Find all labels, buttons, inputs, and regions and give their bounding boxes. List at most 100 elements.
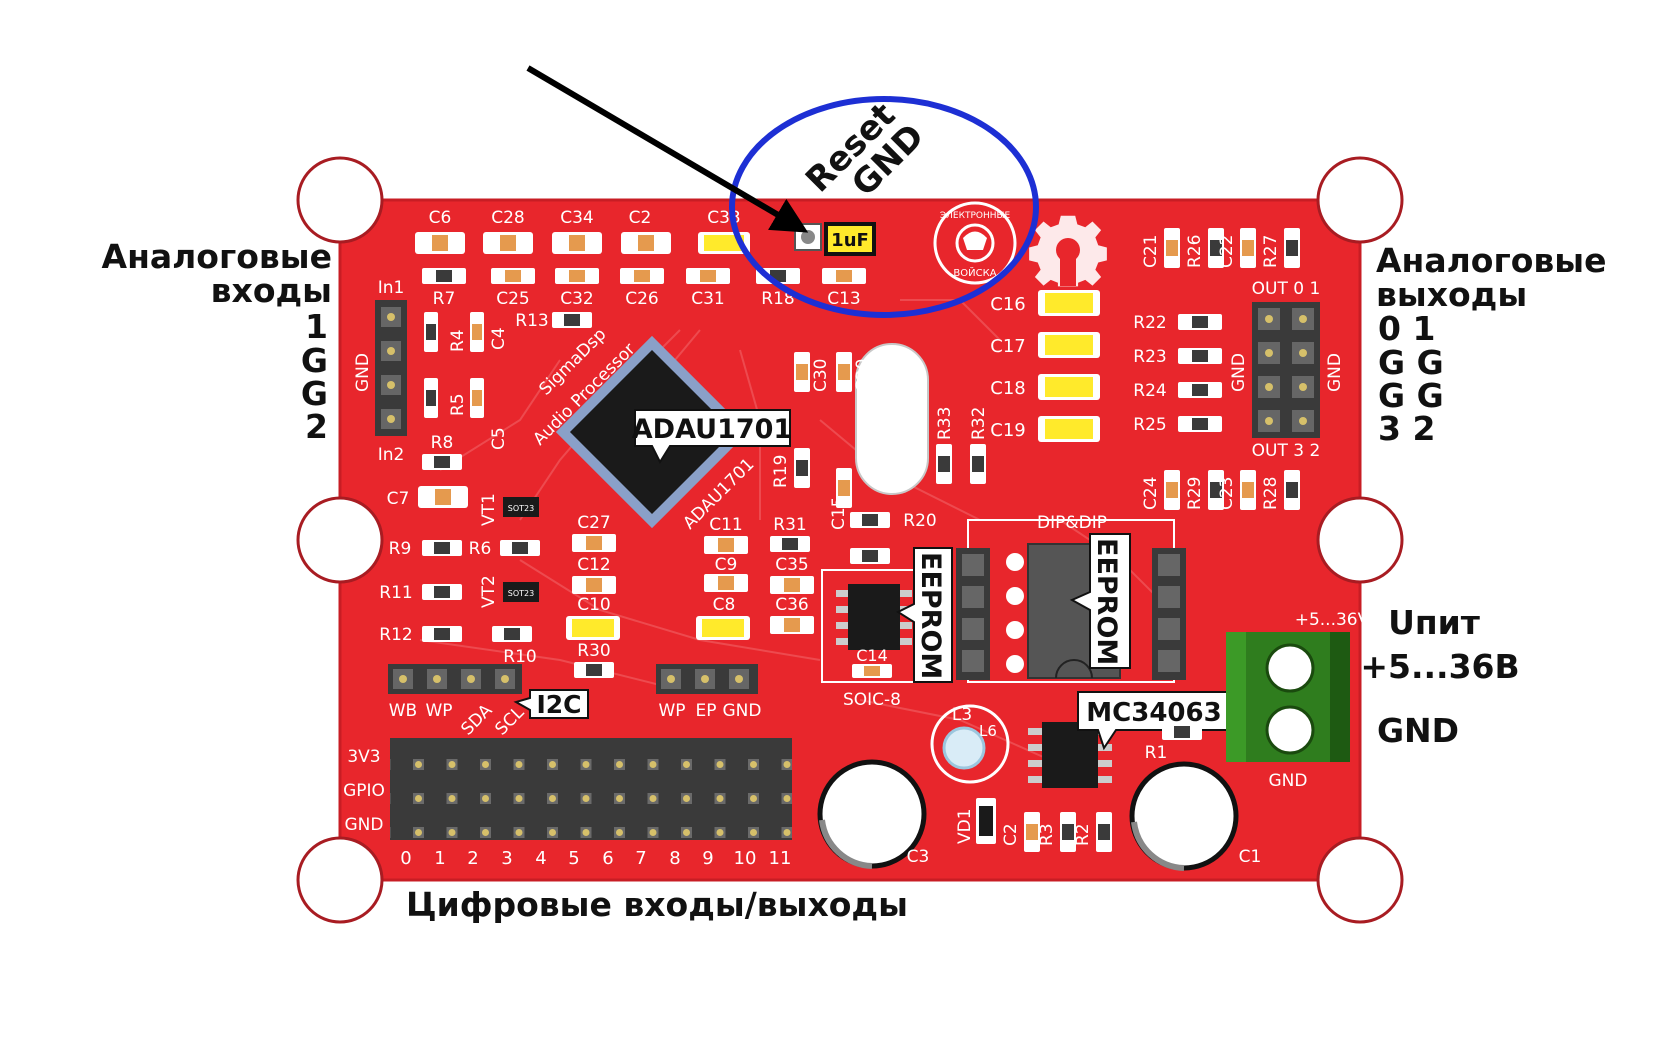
label-gnd-left: GND bbox=[353, 353, 373, 392]
callout-eeprom-dip-text: EEPROM bbox=[1091, 538, 1122, 665]
ep-header bbox=[656, 664, 758, 694]
label-r5: R5 bbox=[448, 393, 468, 416]
label-r33: R33 bbox=[935, 407, 955, 440]
label-terminal-gnd: GND bbox=[1269, 771, 1308, 791]
label-c28: C28 bbox=[491, 208, 525, 228]
label-r6: R6 bbox=[469, 539, 492, 559]
label-r1: R1 bbox=[1145, 743, 1168, 763]
label-gnd-right-a: GND bbox=[1229, 353, 1249, 392]
mount-hole-mid-left bbox=[296, 496, 384, 584]
label-c11: C11 bbox=[709, 515, 743, 535]
reset-arrow bbox=[526, 65, 809, 233]
label-r2: R2 bbox=[1073, 823, 1093, 846]
label-power-range: +5...36V bbox=[1295, 610, 1370, 630]
callout-mc34063-text: MC34063 bbox=[1086, 698, 1221, 728]
callout-i2c-text: I2C bbox=[536, 690, 581, 719]
cap-1uf bbox=[824, 222, 876, 256]
gpio-num-4: 4 bbox=[535, 848, 546, 869]
analog-out-title-2: выходы bbox=[1376, 275, 1527, 314]
label-vt2: VT2 bbox=[479, 575, 499, 608]
label-r19: R19 bbox=[771, 455, 791, 488]
label-c6: C6 bbox=[429, 208, 452, 228]
label-r22: R22 bbox=[1133, 313, 1166, 333]
analog-in-pin-4: 2 bbox=[305, 407, 328, 446]
callout-adau1701: ADAU1701 bbox=[632, 409, 792, 465]
label-c10: C10 bbox=[577, 595, 611, 615]
callout-eeprom-soic-text: EEPROM bbox=[915, 552, 946, 679]
analog-out-pin-row-1: 0 1 bbox=[1378, 309, 1435, 348]
label-c14: C14 bbox=[856, 646, 888, 665]
gpio-row-labels: 3V3 GPIO GND bbox=[343, 747, 385, 835]
gpio-num-10: 10 bbox=[734, 848, 757, 869]
label-l6: L6 bbox=[979, 722, 997, 740]
label-in2: In2 bbox=[378, 445, 405, 465]
label-out-top: OUT 0 1 bbox=[1252, 279, 1321, 299]
label-r11: R11 bbox=[379, 583, 412, 603]
label-r24: R24 bbox=[1133, 381, 1166, 401]
top-smd-row bbox=[415, 232, 866, 284]
gpio-num-8: 8 bbox=[669, 848, 680, 869]
soic-eeprom-area: C14 SOIC-8 bbox=[821, 569, 923, 710]
gpio-num-2: 2 bbox=[467, 848, 478, 869]
label-c30: C30 bbox=[811, 358, 831, 392]
callout-eeprom-soic: EEPROM bbox=[895, 547, 953, 683]
power-annotation: Uпит +5...36В GND bbox=[1360, 603, 1519, 750]
label-c21: C21 bbox=[1141, 234, 1161, 268]
label-ep: EP bbox=[696, 701, 717, 721]
digital-io-annotation: Цифровые входы/выходы bbox=[406, 885, 908, 924]
label-c7: C7 bbox=[387, 489, 410, 509]
power-terminal-block: +5...36V GND bbox=[1226, 610, 1370, 791]
lower-mid-labels: C27 C12 C10 R30 C11 C9 C8 R31 C35 C36 bbox=[577, 513, 809, 661]
power-gnd: GND bbox=[1377, 711, 1459, 750]
right-res-labels: R22 R23 R24 R25 bbox=[1133, 313, 1166, 435]
lower-mid-parts bbox=[566, 534, 814, 678]
analog-in-pin-3: G bbox=[301, 374, 328, 413]
top-smd-labels: C6 C28 C34 C2 C33 R7 C25 C32 C26 C31 R18… bbox=[429, 208, 861, 309]
mid-labels: C30 C20 R19 C15 R33 R32 R20 bbox=[771, 358, 989, 531]
mid-parts bbox=[794, 352, 986, 564]
label-c15: C15 bbox=[829, 496, 849, 530]
label-r29: R29 bbox=[1185, 477, 1205, 510]
label-c25: C25 bbox=[496, 289, 530, 309]
reset-highlight-oval bbox=[729, 96, 1039, 318]
label-c18: C18 bbox=[990, 378, 1025, 399]
bottom-power-parts bbox=[976, 724, 1202, 852]
analog-in-pin-1: 1 bbox=[305, 307, 328, 346]
crystal bbox=[855, 343, 929, 495]
power-title: Uпит bbox=[1388, 603, 1480, 642]
right-yellow-caps bbox=[1038, 290, 1100, 442]
gpio-num-9: 9 bbox=[702, 848, 713, 869]
label-c31: C31 bbox=[691, 289, 725, 309]
top-right-parts bbox=[1164, 228, 1300, 268]
analog-out-pin-row-4: 3 2 bbox=[1378, 409, 1435, 448]
label-c12: C12 bbox=[577, 555, 611, 575]
gpio-num-3: 3 bbox=[501, 848, 512, 869]
label-c17: C17 bbox=[990, 336, 1025, 357]
analog-out-pin-row-3: G G bbox=[1378, 376, 1444, 415]
analog-input-header bbox=[375, 300, 407, 436]
analog-in-title-2: входы bbox=[211, 271, 332, 310]
callout-mc34063: MC34063 bbox=[1077, 691, 1231, 751]
label-r7: R7 bbox=[433, 289, 456, 309]
analog-outputs-annotation: Аналоговые выходы 0 1 G G G G 3 2 bbox=[1376, 241, 1606, 448]
left-header-labels: In1 In2 GND bbox=[353, 278, 404, 465]
analog-inputs-annotation: Аналоговые входы 1 G G 2 bbox=[102, 237, 332, 446]
label-r8: R8 bbox=[431, 433, 454, 453]
label-vd1: VD1 bbox=[955, 808, 975, 844]
label-r4: R4 bbox=[448, 329, 468, 352]
label-c4: C4 bbox=[489, 327, 509, 350]
label-wb: WB bbox=[389, 701, 417, 721]
callout-i2c: I2C bbox=[513, 689, 589, 719]
gpio-num-5: 5 bbox=[568, 848, 579, 869]
label-in1: In1 bbox=[378, 278, 405, 298]
label-c34: C34 bbox=[560, 208, 594, 228]
gpio-num-7: 7 bbox=[635, 848, 646, 869]
bottom-power-labels: VD1 C2 R3 R2 R1 bbox=[955, 743, 1167, 846]
label-wp: WP bbox=[425, 701, 452, 721]
label-c1: C1 bbox=[1239, 847, 1262, 867]
label-c20: C20 bbox=[853, 358, 873, 392]
electronic-troops-logo: ЭЛЕКТРОННЫЕ ВОЙСКА bbox=[933, 201, 1017, 285]
label-r20: R20 bbox=[903, 511, 936, 531]
analog-in-pin-2: G bbox=[301, 341, 328, 380]
